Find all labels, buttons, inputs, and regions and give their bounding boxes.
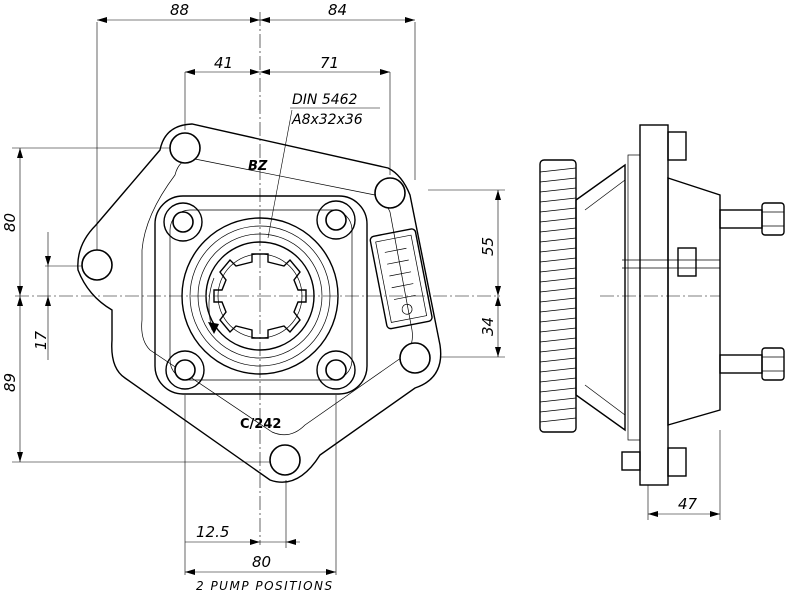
port-lower-pipe <box>719 354 763 374</box>
stud-top <box>667 131 687 161</box>
nameplate-frame <box>369 228 433 330</box>
stud-center <box>677 247 697 277</box>
brand-mark: BZ <box>248 159 268 174</box>
dim-bottom-small: 12.5 <box>196 523 229 541</box>
port-lower-nut <box>761 347 785 381</box>
dim-inner-left: 41 <box>214 54 233 72</box>
flange-hole-top-left <box>169 132 201 164</box>
bolt-hole-bottom-left <box>174 359 196 381</box>
flange-hole-right <box>399 342 431 374</box>
dim-left-upper: 80 <box>1 213 19 232</box>
spline-spec: A8x32x36 <box>291 112 363 128</box>
dim-left-lower: 89 <box>1 373 19 392</box>
dim-top-right: 84 <box>328 1 347 19</box>
housing-cone <box>575 163 626 432</box>
pump-bolts <box>163 200 356 390</box>
flange-hole-left <box>81 249 113 281</box>
dimension-lines: 88 84 41 71 DIN 5462 A8x32x36 80 89 17 <box>1 1 505 593</box>
bearing-outer <box>181 217 339 375</box>
bolt-hole-top-right <box>325 209 347 231</box>
bolt-hole-top-left <box>172 211 194 233</box>
bearing-ring-2 <box>197 233 323 359</box>
nameplate-logo-icon <box>401 303 413 315</box>
bearing-ring-3 <box>205 241 315 351</box>
pump-positions-caption: 2 PUMP POSITIONS <box>196 579 334 593</box>
dim-top-left: 88 <box>170 1 189 19</box>
nameplate-inner <box>375 234 428 323</box>
gear-teeth <box>539 167 577 423</box>
dim-side-depth: 47 <box>678 495 698 513</box>
bolt-boss-bottom-right <box>316 350 356 390</box>
stud-left-bottom <box>621 451 641 471</box>
dim-inner-right: 71 <box>320 54 339 72</box>
dim-left-mid: 17 <box>32 330 50 350</box>
side-view <box>539 124 785 486</box>
gasket-plate <box>627 154 641 441</box>
pump-mount-square-inner <box>169 209 353 381</box>
part-code: C/242 <box>240 417 281 432</box>
bolt-boss-bottom-left <box>165 350 205 390</box>
port-upper-pipe <box>719 209 763 229</box>
flange-hole-bottom <box>269 444 301 476</box>
bolt-boss-top-right <box>316 200 356 240</box>
flange-outline <box>77 123 442 483</box>
port-upper-nut <box>761 202 785 236</box>
dim-bottom-width: 80 <box>252 553 271 571</box>
dim-right-upper: 55 <box>479 237 497 256</box>
bolt-boss-top-left <box>163 202 203 242</box>
nameplate <box>369 228 433 330</box>
rotation-arrowhead <box>208 322 219 334</box>
bearing-ring-1 <box>189 225 331 367</box>
spline-leader <box>267 109 293 239</box>
bolt-hole-bottom-right <box>325 359 347 381</box>
pump-mount-square <box>154 195 368 395</box>
stud-bottom <box>667 447 687 477</box>
mounting-plate <box>639 124 669 486</box>
spline-profile <box>213 253 307 339</box>
pump-body <box>667 177 721 426</box>
spline-standard: DIN 5462 <box>292 92 358 108</box>
dim-right-lower: 34 <box>479 317 497 336</box>
side-dimension: 47 <box>647 430 721 520</box>
front-view: BZ C/242 <box>15 12 500 545</box>
flange-hole-top-right <box>374 177 406 209</box>
